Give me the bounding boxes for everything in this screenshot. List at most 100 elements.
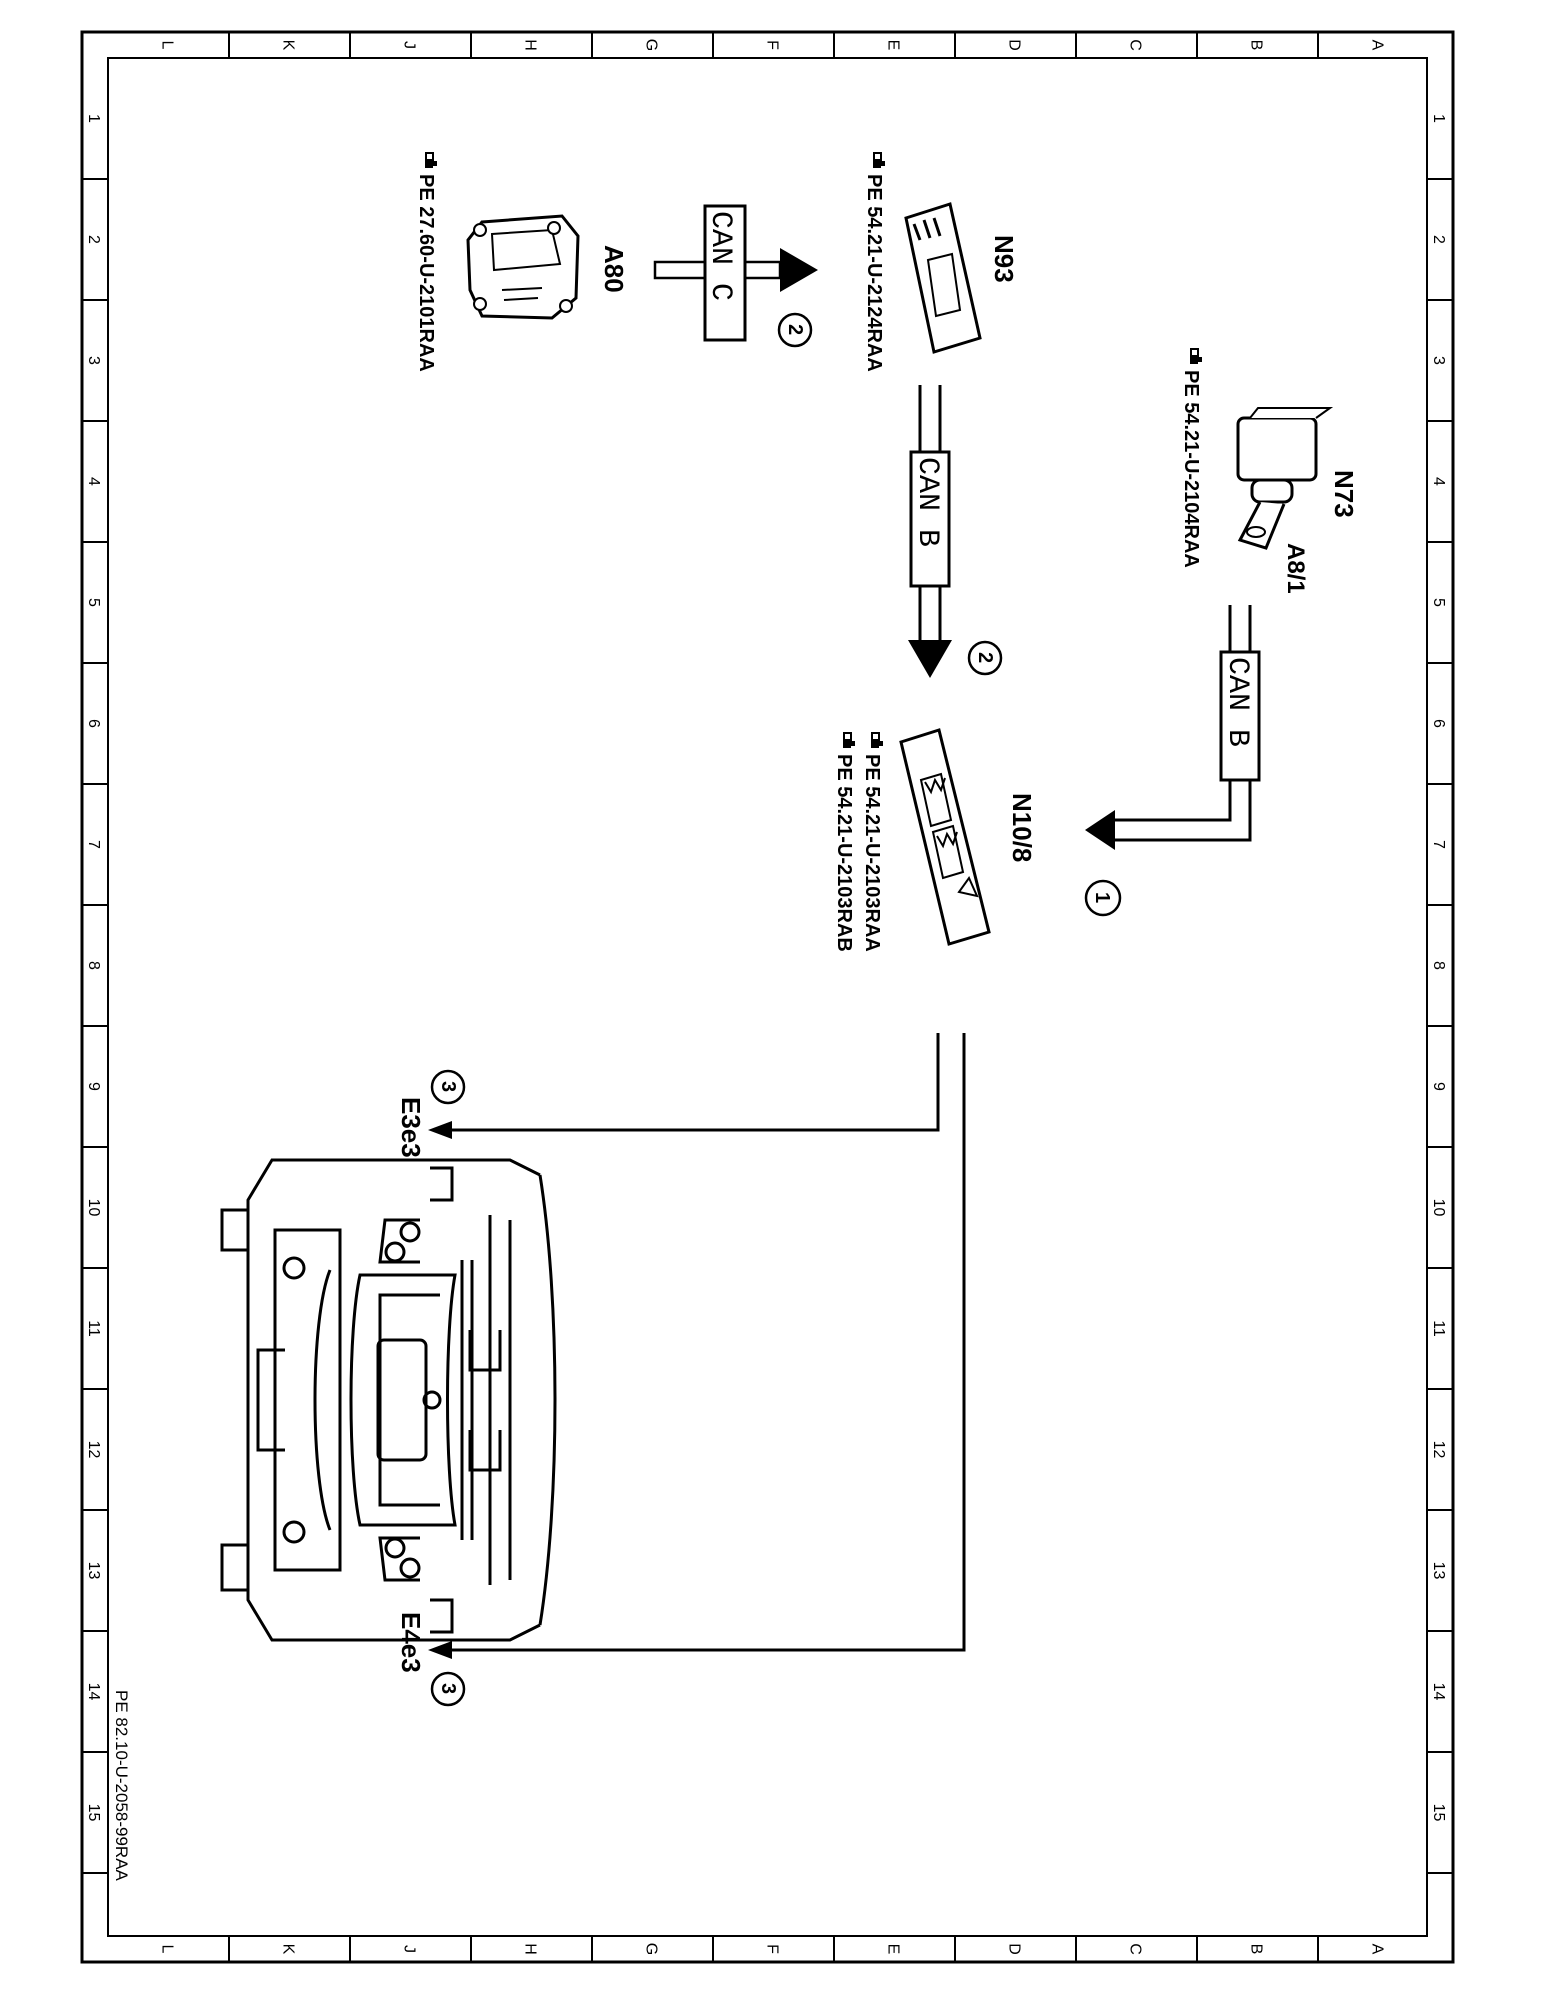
frame-row-label: 12 [85, 1441, 102, 1459]
a80-module-symbol [466, 214, 580, 320]
frame-column-label: J [401, 41, 418, 49]
hand-pointer-icon [843, 732, 855, 748]
svg-text:1: 1 [1091, 892, 1113, 903]
callout-3-e3e3: 3 [430, 1069, 466, 1105]
frame-row-label: 8 [85, 961, 102, 970]
frame-row-label: 15 [1430, 1804, 1447, 1822]
n93-module-symbol [904, 202, 982, 354]
n10-8-reference-b: PE 54.21-U-2103RAB [833, 732, 855, 952]
frame-column-label: D [1006, 1943, 1023, 1955]
wire-n10-to-e3e3 [428, 1033, 940, 1139]
frame-row-label: 9 [85, 1082, 102, 1091]
a8-1-label: A8/1 [1282, 543, 1309, 594]
vehicle-front-view [220, 1158, 557, 1642]
can-b-wire-n93-to-n10 [908, 385, 952, 678]
frame-row-label: 14 [1430, 1683, 1447, 1701]
frame-column-label: E [885, 1944, 902, 1955]
frame-column-label: D [1006, 39, 1023, 51]
svg-text:PE 54.21-U-2103RAB: PE 54.21-U-2103RAB [833, 754, 855, 952]
frame-row-label: 13 [1430, 1562, 1447, 1580]
callout-2-can-c: 2 [777, 312, 813, 348]
can-b-wire-a8-to-n10 [1085, 605, 1261, 850]
callout-2-can-b: 2 [967, 640, 1003, 676]
frame-row-label: 9 [1430, 1082, 1447, 1091]
frame-row-label: 4 [85, 477, 102, 486]
n10-8-label: N10/8 [1007, 793, 1037, 862]
hand-pointer-icon [1190, 348, 1202, 364]
drawing-number: PE 82.10-U-2058-99RAA [112, 1690, 131, 1882]
frame-column-label: K [280, 1944, 297, 1955]
frame-column-label: G [643, 1943, 660, 1955]
callout-3-e4e3: 3 [430, 1671, 466, 1707]
svg-text:3: 3 [437, 1683, 459, 1694]
frame-column-label: F [764, 40, 781, 50]
frame-row-label: 11 [1430, 1320, 1447, 1337]
frame-column-label: H [522, 1943, 539, 1955]
frame-row-label: 12 [1430, 1441, 1447, 1459]
n73-ignition-switch-symbol [1236, 407, 1334, 550]
n73-reference: PE 54.21-U-2104RAA [1180, 348, 1202, 568]
frame-column-label: C [1127, 39, 1144, 51]
svg-text:PE 54.21-U-2103RAA: PE 54.21-U-2103RAA [861, 754, 883, 952]
e4e3-label: E4e3 [396, 1612, 426, 1673]
frame-row-label: 10 [85, 1199, 102, 1217]
frame-row-label: 1 [85, 114, 102, 123]
frame-column-label: B [1248, 40, 1265, 51]
callout-1: 1 [1084, 879, 1122, 917]
frame-row-label: 8 [1430, 961, 1447, 970]
frame-column-label: K [280, 40, 297, 51]
svg-text:PE 54.21-U-2104RAA: PE 54.21-U-2104RAA [1180, 370, 1202, 568]
n93-label: N93 [989, 235, 1019, 283]
frame-row-label: 14 [85, 1683, 102, 1701]
frame-row-label: 2 [85, 235, 102, 244]
can-c-wire-a80-to-n93 [653, 204, 818, 342]
frame-column-label: F [764, 1944, 781, 1954]
frame-row-label: 13 [85, 1562, 102, 1580]
frame-column-label: L [159, 1945, 176, 1954]
frame-row-label: 3 [85, 356, 102, 365]
frame-column-label: A [1369, 1944, 1386, 1955]
a80-label: A80 [599, 245, 629, 293]
svg-text:3: 3 [437, 1081, 459, 1092]
n93-reference: PE 54.21-U-2124RAA [863, 152, 885, 372]
frame-row-label: 7 [85, 840, 102, 849]
can-b-label-middle: CAN B [910, 457, 944, 547]
frame-column-label: L [159, 41, 176, 50]
svg-text:PE 54.21-U-2124RAA: PE 54.21-U-2124RAA [863, 174, 885, 372]
svg-text:2: 2 [974, 652, 996, 663]
frame-column-label: G [643, 39, 660, 51]
frame-row-label: 15 [85, 1804, 102, 1822]
frame-row-label: 6 [1430, 719, 1447, 728]
svg-text:2: 2 [784, 324, 806, 335]
n10-8-module-symbol [899, 728, 991, 946]
can-b-label-upper: CAN B [1220, 657, 1254, 747]
can-c-label: CAN C [703, 211, 737, 301]
frame-row-label: 10 [1430, 1199, 1447, 1217]
frame-column-label: H [522, 39, 539, 51]
a80-reference: PE 27.60-U-2101RAA [415, 152, 437, 372]
frame-row-label: 11 [85, 1320, 102, 1337]
frame-row-label: 3 [1430, 356, 1447, 365]
frame-row-label: 6 [85, 719, 102, 728]
hand-pointer-icon [425, 152, 437, 168]
frame-column-label: B [1248, 1944, 1265, 1955]
frame-row-label: 4 [1430, 477, 1447, 486]
frame-row-label: 2 [1430, 235, 1447, 244]
e3e3-label: E3e3 [396, 1097, 426, 1158]
frame-row-label: 1 [1430, 114, 1447, 123]
frame-row-label: 5 [85, 598, 102, 607]
frame-column-label: J [401, 1945, 418, 1953]
n10-8-reference-a: PE 54.21-U-2103RAA [861, 732, 883, 952]
frame-row-label: 5 [1430, 598, 1447, 607]
svg-text:PE 27.60-U-2101RAA: PE 27.60-U-2101RAA [415, 174, 437, 372]
frame-column-label: C [1127, 1943, 1144, 1955]
hand-pointer-icon [871, 732, 883, 748]
frame-column-label: E [885, 40, 902, 51]
n73-label: N73 [1329, 470, 1359, 518]
frame-row-label: 7 [1430, 840, 1447, 849]
wire-n10-to-e4e3 [428, 1033, 966, 1659]
hand-pointer-icon [873, 152, 885, 168]
frame-column-label: A [1369, 40, 1386, 51]
